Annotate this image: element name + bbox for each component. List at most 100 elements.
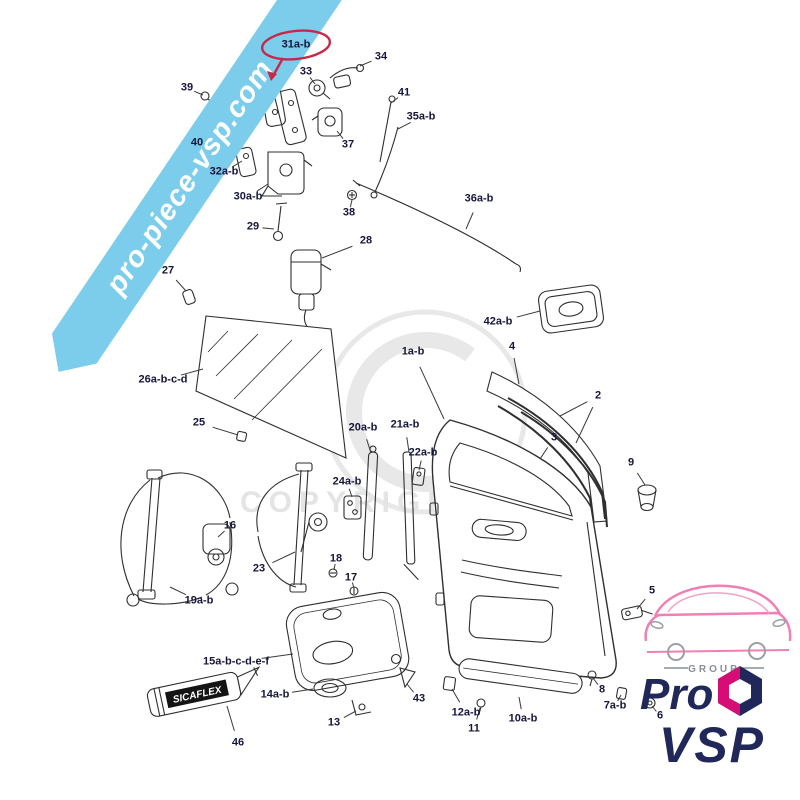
- part-9-bumper: [637, 484, 657, 512]
- part-label-29: 29: [246, 220, 260, 233]
- logo-group-text: GROUP: [688, 664, 740, 675]
- part-3-seal-strip: [497, 405, 594, 523]
- part-5-check-strap: [621, 605, 653, 621]
- leader-line: [359, 60, 372, 67]
- leader-line: [321, 245, 353, 259]
- leader-line: [231, 160, 243, 168]
- part-label-5: 5: [648, 584, 656, 597]
- leader-line: [272, 551, 296, 564]
- part-label-24a-b: 24a-b: [332, 475, 362, 488]
- part-label-31a-b: 31a-b: [281, 38, 311, 51]
- leader-line: [351, 582, 355, 589]
- logo-car-sketch-icon: [644, 584, 792, 661]
- part-21ab-channel: [402, 451, 419, 581]
- leader-line: [465, 212, 474, 230]
- part-label-38: 38: [342, 206, 356, 219]
- part-label-15a-b-c-d-e-f: 15a-b-c-d-e-f: [202, 655, 270, 668]
- part-24ab-bracket: [343, 495, 362, 520]
- leader-line: [180, 368, 204, 376]
- leader-line: [406, 683, 414, 693]
- part-13-bracket: [351, 699, 372, 716]
- part-label-9: 9: [627, 456, 635, 469]
- provsp-logo: GROUP Pro VSP: [640, 584, 792, 773]
- part-label-39: 39: [180, 81, 194, 94]
- logo-vsp-text: VSP: [659, 717, 765, 773]
- leader-line: [349, 199, 353, 208]
- logo-hexagon-icon: [718, 666, 762, 716]
- part-38-screw: [346, 189, 358, 201]
- leader-line: [636, 472, 646, 486]
- part-label-35a-b: 35a-b: [406, 110, 436, 123]
- part-label-40: 40: [190, 136, 204, 149]
- part-label-6: 6: [656, 709, 664, 722]
- part-10ab-molding: [458, 658, 583, 694]
- leader-line: [617, 694, 622, 702]
- part-label-3: 3: [550, 431, 558, 444]
- leader-line: [592, 677, 599, 685]
- part-label-32a-b: 32a-b: [209, 165, 239, 178]
- leader-line: [348, 488, 353, 498]
- part-label-28: 28: [359, 234, 373, 247]
- leader-line: [419, 366, 445, 420]
- part-label-37: 37: [341, 138, 355, 151]
- leader-line: [212, 426, 239, 436]
- part-30ab-lock: [261, 151, 313, 197]
- leader-line: [333, 563, 336, 571]
- part-label-46: 46: [231, 736, 245, 749]
- part-label-2: 2: [594, 389, 602, 402]
- part-34-handle-lever: [329, 63, 365, 89]
- part-label-13: 13: [327, 716, 341, 729]
- part-label-1a-b: 1a-b: [401, 345, 425, 358]
- part-label-10a-b: 10a-b: [508, 712, 538, 725]
- leader-line: [418, 460, 422, 471]
- leader-line: [397, 121, 411, 130]
- leader-line: [476, 707, 481, 720]
- highlight-arrow-icon: [267, 71, 277, 81]
- part-label-43: 43: [412, 692, 426, 705]
- part-36ab-rod: [352, 179, 522, 273]
- part-27-clip: [182, 289, 196, 305]
- leader-line: [261, 653, 294, 659]
- part-14ab-cup: [313, 678, 347, 698]
- leader-line: [513, 357, 520, 385]
- leader-line: [575, 406, 594, 444]
- part-11-screw: [476, 698, 486, 715]
- highlight-ellipse: [260, 29, 332, 81]
- leader-line: [390, 97, 399, 104]
- part-label-20a-b: 20a-b: [348, 421, 378, 434]
- part-label-36a-b: 36a-b: [464, 192, 494, 205]
- part-label-22a-b: 22a-b: [408, 446, 438, 459]
- part-37-latch: [311, 107, 343, 137]
- leader-line: [169, 586, 187, 596]
- part-43-clip: [390, 653, 416, 689]
- leader-line: [559, 401, 588, 417]
- leader-line: [175, 279, 187, 292]
- part-label-16: 16: [223, 519, 237, 532]
- part-label-26a-b-c-d: 26a-b-c-d: [138, 373, 188, 386]
- part-25-clip: [236, 430, 248, 442]
- part-16-motor: [202, 523, 231, 566]
- leader-line: [336, 130, 344, 140]
- leader-line: [651, 705, 657, 712]
- part-8-screw: [587, 670, 597, 687]
- leader-line: [406, 437, 410, 453]
- part-label-8: 8: [598, 683, 606, 696]
- part-15-trim-panel: [285, 591, 410, 691]
- leader-line: [309, 77, 316, 85]
- logo-group-row: GROUP: [664, 664, 764, 675]
- part-35ab-rod: [370, 126, 399, 199]
- part-6-grommet: [644, 697, 656, 709]
- part-label-4: 4: [508, 340, 516, 353]
- leader-line: [451, 688, 461, 703]
- part-1ab-door-shell: [429, 419, 617, 679]
- part-label-25: 25: [192, 416, 206, 429]
- leader-line: [193, 90, 204, 96]
- leader-line: [262, 227, 275, 230]
- leader-line: [343, 710, 357, 719]
- leader-line: [636, 598, 646, 610]
- exploded-drawing: SICAFLEX: [120, 63, 657, 717]
- part-26-glass: [195, 315, 347, 459]
